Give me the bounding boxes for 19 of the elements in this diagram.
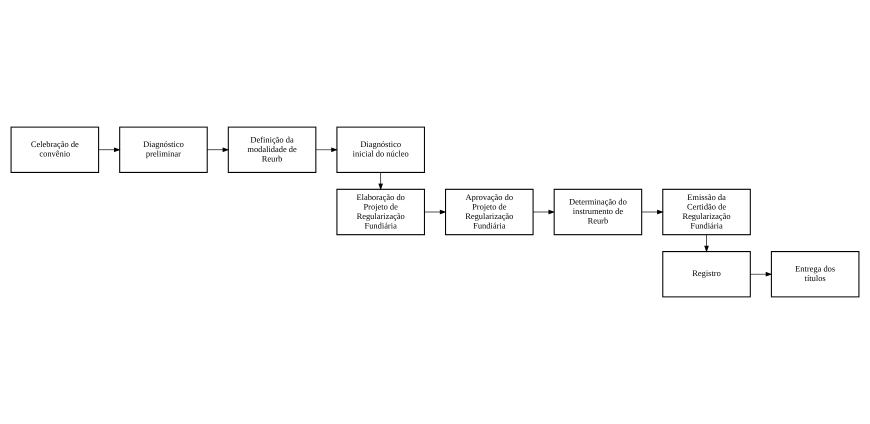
arrow bbox=[98, 147, 121, 152]
node-box: Determinação do instrumento de Reurb bbox=[554, 188, 642, 236]
node-box: Registro bbox=[662, 251, 751, 298]
node-box: Definição da modalidade de Reurb bbox=[228, 126, 316, 173]
node-box: Emissão da Certidão de Regularização Fundiária bbox=[662, 188, 751, 236]
arrow bbox=[206, 147, 230, 152]
node-box: Celebração de convênio bbox=[10, 126, 100, 173]
arrow bbox=[378, 172, 384, 190]
node-box: Elaboração do Projeto de Regularização Fundiária bbox=[336, 188, 425, 236]
node-box: Entrega dos títulos bbox=[770, 251, 860, 298]
node-box: Aprovação do Projeto de Regularização Fundiária bbox=[445, 188, 534, 236]
arrow bbox=[424, 210, 446, 214]
arrow bbox=[316, 147, 338, 152]
node-box: Diagnóstico inicial do núcleo bbox=[336, 126, 425, 173]
arrow bbox=[532, 210, 556, 214]
arrow bbox=[641, 210, 664, 214]
arrow bbox=[750, 272, 772, 277]
arrow bbox=[704, 234, 709, 252]
node-box: Diagnóstico preliminar bbox=[119, 126, 208, 173]
